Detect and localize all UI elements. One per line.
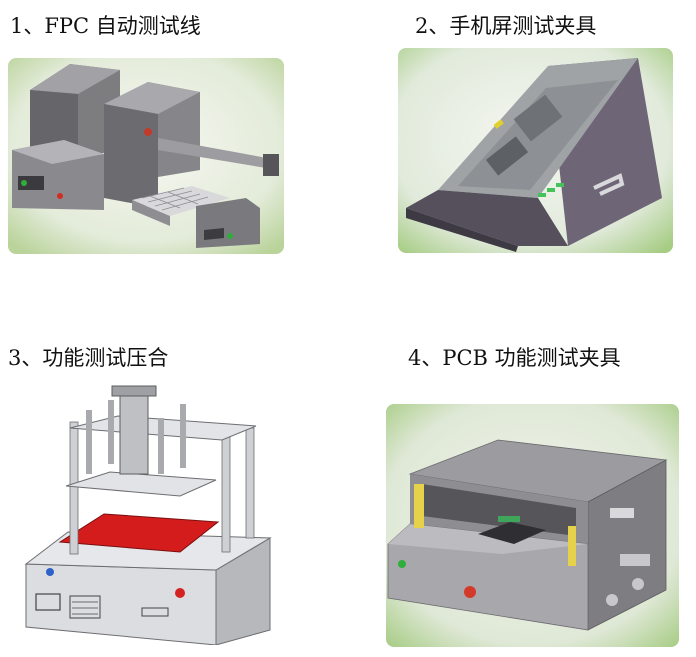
functional-test-press-image xyxy=(8,382,289,645)
caption-phone-screen-fixture: 2、手机屏测试夹具 xyxy=(415,14,597,38)
pcb-test-fixture-image xyxy=(386,404,679,647)
fpc-test-line-image xyxy=(8,58,284,254)
phone-screen-fixture-image xyxy=(398,48,673,253)
caption-fpc-test-line: 1、FPC 自动测试线 xyxy=(10,14,201,38)
caption-pcb-test-fixture: 4、PCB 功能测试夹具 xyxy=(408,346,621,370)
caption-functional-test-press: 3、功能测试压合 xyxy=(8,346,169,370)
